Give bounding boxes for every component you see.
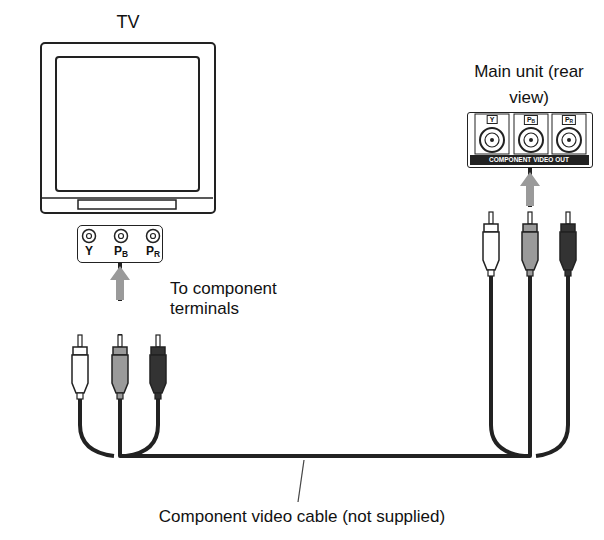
gap-patch [113, 301, 127, 334]
rca-plug [150, 335, 166, 399]
tv-stand [78, 200, 176, 209]
main-unit-panel: Main unit (rear view)YPBPRCOMPONENT VIDE… [467, 112, 593, 168]
output-jack-pin [490, 138, 494, 142]
rca-plug [112, 335, 128, 399]
output-jack [519, 128, 543, 152]
output-jack [557, 128, 581, 152]
output-jack-pin [567, 138, 571, 142]
tv-set: TV [40, 42, 216, 214]
output-jack-ring [485, 133, 499, 147]
terminal-jack-core [119, 234, 124, 239]
terminal-name: PR [146, 245, 160, 258]
callout-text: To component terminals [170, 279, 292, 318]
cable-wire [80, 399, 114, 456]
terminal-name: PB [114, 245, 128, 258]
terminal-jack [147, 230, 160, 243]
panel-band [470, 155, 589, 165]
terminal-jack [83, 230, 96, 243]
terminal-jack-core [151, 234, 156, 239]
cable-caption: Component video cable (not supplied) [0, 507, 604, 527]
rca-plug [522, 212, 538, 276]
device-label: TV [40, 9, 216, 36]
output-jack-ring [562, 133, 576, 147]
terminal-jack-core [87, 234, 92, 239]
jack-frame [552, 114, 586, 154]
component-cable [120, 168, 530, 456]
insert-arrow [110, 266, 130, 300]
cable-wire [126, 399, 158, 456]
cable-wires [80, 276, 568, 456]
leader-line [298, 460, 304, 502]
jack-frame [514, 114, 548, 154]
rca-plug [483, 212, 499, 276]
rca-plug [560, 212, 576, 276]
terminal-name: Y [85, 245, 93, 258]
device-label: Main unit (rear view) [464, 59, 594, 110]
cable-wire [536, 276, 568, 456]
jack-name: PR [562, 115, 576, 125]
gap-patch [523, 207, 537, 212]
output-jack-pin [529, 138, 533, 142]
jack-name: PB [524, 115, 538, 125]
output-jack [480, 128, 504, 152]
tv-terminal-panel: Y PB PR [77, 225, 163, 263]
rca-plug [72, 335, 88, 399]
insert-arrow [520, 172, 540, 206]
jack-frame [475, 114, 509, 154]
output-jack-ring [524, 133, 538, 147]
tv-base-line [42, 197, 213, 199]
cable-wire [491, 276, 524, 456]
jack-name: Y [487, 115, 498, 124]
panel-band-label: COMPONENT VIDEO OUT [489, 156, 569, 164]
tv-screen [56, 57, 199, 191]
terminal-jack [115, 230, 128, 243]
tv-art [42, 44, 213, 211]
